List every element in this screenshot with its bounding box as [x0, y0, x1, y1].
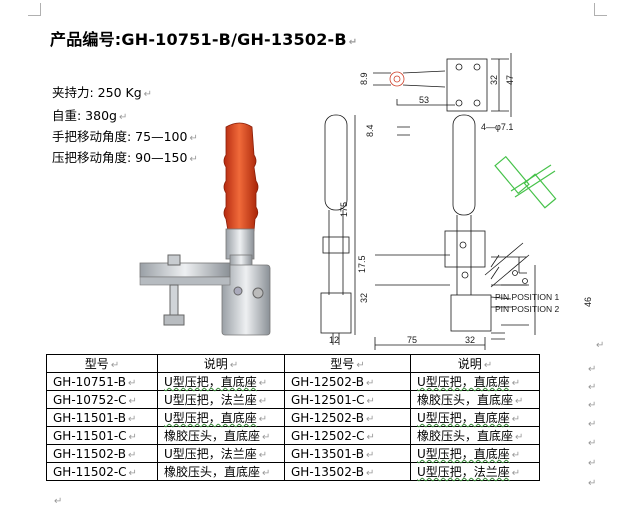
table-header: 说明↵	[157, 354, 285, 373]
table-cell: GH-12502-B↵	[284, 372, 411, 391]
row-end-mark: ↵	[588, 364, 597, 375]
hole-callout: 4—φ7.1	[481, 122, 513, 132]
table-cell: 橡胶压头，直底座↵	[157, 462, 285, 481]
table-cell: GH-11501-B↵	[46, 408, 158, 427]
table-cell: 橡胶压头，直底座↵	[410, 390, 540, 409]
row-end-mark: ↵	[588, 382, 597, 393]
table-row: GH-11501-C↵ 橡胶压头，直底座↵ GH-12502-C↵ 橡胶压头，直…	[46, 426, 540, 445]
row-end-mark: ↵	[588, 400, 597, 411]
table-header-row: 型号↵ 说明↵ 型号↵ 说明↵	[46, 354, 540, 373]
table-header: 型号↵	[46, 354, 158, 373]
row-end-mark: ↵	[588, 478, 597, 489]
paragraph-mark: ↵	[596, 340, 605, 351]
toggle-clamp-photo	[139, 122, 271, 336]
pin-position-1: PIN POSITION 1	[495, 292, 560, 302]
table-cell: U型压把，直底座↵	[157, 372, 285, 391]
table-row: GH-10751-B↵ U型压把，直底座↵ GH-12502-B↵ U型压把，直…	[46, 372, 540, 391]
table-cell: U型压把，法兰座↵	[410, 462, 540, 481]
table-header: 型号↵	[284, 354, 411, 373]
table-cell: GH-11502-B↵	[46, 444, 158, 463]
table-cell: GH-12501-C↵	[284, 390, 411, 409]
table-row: GH-11502-C↵ 橡胶压头，直底座↵ GH-13502-B↵ U型压把，法…	[46, 462, 540, 481]
table-cell: U型压把，直底座↵	[410, 408, 540, 427]
table-header: 说明↵	[410, 354, 540, 373]
dim-175: 175	[339, 202, 349, 217]
row-end-mark: ↵	[588, 438, 597, 449]
table-cell: GH-13501-B↵	[284, 444, 411, 463]
dim-32: 32	[359, 293, 369, 303]
table-cell: U型压把，直底座↵	[157, 408, 285, 427]
product-title: 产品编号:GH-10751-B/GH-13502-B↵	[50, 30, 358, 49]
table-cell: U型压把，直底座↵	[410, 372, 540, 391]
table-cell: GH-11501-C↵	[46, 426, 158, 445]
page-corner-mark	[28, 3, 41, 16]
technical-drawing: 53 8.9 8.4 32 47 4—φ7.1 175 17.5 32 12 7…	[320, 53, 593, 350]
table-cell: U型压把，法兰座↵	[157, 444, 285, 463]
spec-clamp-force: 夹持力: 250 Kg↵	[52, 85, 153, 100]
dim-8-9: 8.9	[359, 72, 369, 85]
table-cell: 橡胶压头，直底座↵	[157, 426, 285, 445]
model-table: 型号↵ 说明↵ 型号↵ 说明↵ GH-10751-B↵ U型压把，直底座↵ GH…	[46, 354, 540, 481]
table-cell: U型压把，直底座↵	[410, 444, 540, 463]
dim-46: 46	[583, 297, 593, 307]
pin-position-2: PIN POSITION 2	[495, 304, 560, 314]
table-cell: GH-12502-B↵	[284, 408, 411, 427]
dim-53: 53	[419, 95, 429, 105]
table-cell: GH-13502-B↵	[284, 462, 411, 481]
spec-weight: 自重: 380g↵	[52, 108, 128, 123]
dim-12: 12	[329, 335, 339, 345]
table-cell: 橡胶压头，直底座↵	[410, 426, 540, 445]
row-end-mark: ↵	[588, 419, 597, 430]
page-corner-mark	[594, 3, 607, 16]
spec-press-angle: 压把移动角度: 90—150↵	[52, 150, 198, 165]
dim-32-bottom: 32	[465, 335, 475, 345]
row-end-mark: ↵	[588, 458, 597, 469]
dim-8-4: 8.4	[365, 124, 375, 137]
table-cell: GH-11502-C↵	[46, 462, 158, 481]
spec-handle-angle: 手把移动角度: 75—100↵	[52, 129, 198, 144]
paragraph-mark: ↵	[54, 496, 63, 507]
dim-75: 75	[407, 335, 417, 345]
table-cell: U型压把，法兰座↵	[157, 390, 285, 409]
table-cell: GH-12502-C↵	[284, 426, 411, 445]
table-cell: GH-10752-C↵	[46, 390, 158, 409]
dim-17-5: 17.5	[357, 255, 367, 273]
dim-32-top: 32	[489, 75, 499, 85]
dim-47: 47	[505, 75, 515, 85]
table-row: GH-11501-B↵ U型压把，直底座↵ GH-12502-B↵ U型压把，直…	[46, 408, 540, 427]
table-cell: GH-10751-B↵	[46, 372, 158, 391]
table-row: GH-11502-B↵ U型压把，法兰座↵ GH-13501-B↵ U型压把，直…	[46, 444, 540, 463]
table-row: GH-10752-C↵ U型压把，法兰座↵ GH-12501-C↵ 橡胶压头，直…	[46, 390, 540, 409]
